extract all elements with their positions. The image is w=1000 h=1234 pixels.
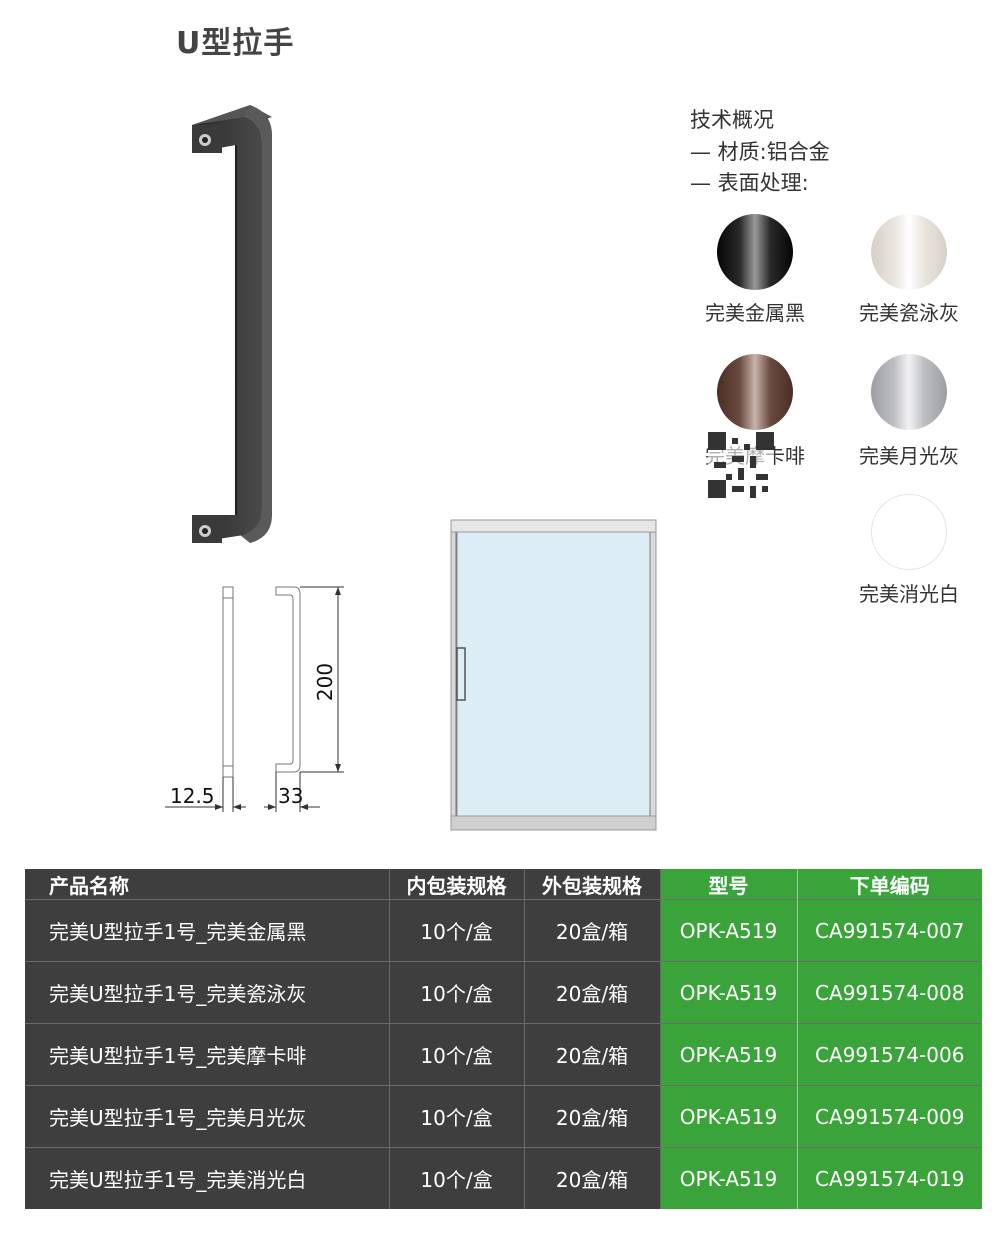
cell-inner-pack: 10个/盒 [389,899,525,962]
swatch-label-moonlight-grey: 完美月光灰 [859,444,959,468]
tech-material: — 材质:铝合金 [690,140,830,164]
glass-door-illustration [450,519,657,831]
cell-inner-pack: 10个/盒 [389,1023,525,1086]
cell-order-code: CA991574-006 [797,1023,982,1086]
cell-order-code: CA991574-009 [797,1085,982,1148]
swatch-label-matte-white: 完美消光白 [859,582,959,606]
tech-heading: 技术概况 [690,108,774,132]
cell-product-name: 完美U型拉手1号_完美瓷泳灰 [25,961,390,1024]
swatch-ceramic-grey [871,214,947,290]
cell-outer-pack: 20盒/箱 [524,1023,661,1086]
swatch-label-black: 完美金属黑 [705,301,805,325]
handle-illustration [192,105,272,543]
cell-outer-pack: 20盒/箱 [524,899,661,962]
front-view-drawing [264,586,344,812]
table-row: 完美U型拉手1号_完美摩卡啡 10个/盒 20盒/箱 OPK-A519 CA99… [25,1023,982,1086]
cell-model: OPK-A519 [660,1147,798,1209]
table-row: 完美U型拉手1号_完美月光灰 10个/盒 20盒/箱 OPK-A519 CA99… [25,1085,982,1148]
header-model: 型号 [660,869,798,900]
cell-order-code: CA991574-008 [797,961,982,1024]
swatch-moonlight-grey [871,354,947,430]
table-row: 完美U型拉手1号_完美瓷泳灰 10个/盒 20盒/箱 OPK-A519 CA99… [25,961,982,1024]
cell-inner-pack: 10个/盒 [389,1147,525,1209]
height-dimension: 200 [313,662,338,702]
swatch-mocha [717,354,793,430]
cell-inner-pack: 10个/盒 [389,1085,525,1148]
cell-outer-pack: 20盒/箱 [524,1085,661,1148]
cell-inner-pack: 10个/盒 [389,961,525,1024]
cell-order-code: CA991574-007 [797,899,982,962]
spec-table: 产品名称 内包装规格 外包装规格 型号 下单编码 完美U型拉手1号_完美金属黑 … [25,869,982,1209]
cell-product-name: 完美U型拉手1号_完美摩卡啡 [25,1023,390,1086]
page-title: U型拉手 [176,26,295,61]
header-product-name: 产品名称 [25,869,390,900]
cell-outer-pack: 20盒/箱 [524,961,661,1024]
cell-product-name: 完美U型拉手1号_完美消光白 [25,1147,390,1209]
cell-model: OPK-A519 [660,961,798,1024]
cell-model: OPK-A519 [660,899,798,962]
header-order-code: 下单编码 [797,869,982,900]
cell-model: OPK-A519 [660,1085,798,1148]
table-header-row: 产品名称 内包装规格 外包装规格 型号 下单编码 [25,869,982,900]
swatch-black [717,214,793,290]
side-view-drawing [165,586,246,812]
swatch-label-ceramic-grey: 完美瓷泳灰 [859,301,959,325]
table-row: 完美U型拉手1号_完美金属黑 10个/盒 20盒/箱 OPK-A519 CA99… [25,899,982,962]
cell-product-name: 完美U型拉手1号_完美金属黑 [25,899,390,962]
table-row: 完美U型拉手1号_完美消光白 10个/盒 20盒/箱 OPK-A519 CA99… [25,1147,982,1209]
cell-outer-pack: 20盒/箱 [524,1147,661,1209]
cell-product-name: 完美U型拉手1号_完美月光灰 [25,1085,390,1148]
header-inner-pack: 内包装规格 [389,869,525,900]
thickness-dimension: 12.5 [170,784,215,808]
qr-code-stamp [708,432,774,498]
cell-order-code: CA991574-019 [797,1147,982,1209]
depth-dimension: 33 [278,784,304,808]
tech-surface: — 表面处理: [690,171,809,195]
header-outer-pack: 外包装规格 [524,869,661,900]
swatch-matte-white [871,494,947,570]
cell-model: OPK-A519 [660,1023,798,1086]
